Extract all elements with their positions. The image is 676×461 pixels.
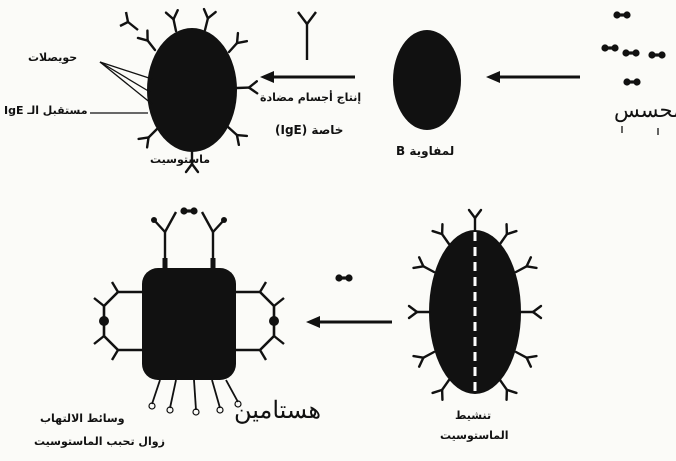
- mastocyte-activation-label-line2: الماستوسيت: [440, 430, 509, 443]
- mastocyte-activation-label-line1: تنشيط: [455, 410, 491, 423]
- b-lymphocyte-label: لمفاوية B: [396, 145, 454, 159]
- b-lymphocyte-cell: [393, 30, 461, 130]
- arrow-allergen-to-b: [486, 71, 580, 83]
- vesicles-label: حويصلات: [28, 52, 77, 65]
- allergen-particles: [601, 11, 665, 85]
- arrow-to-degranulation: [306, 316, 392, 328]
- antibody-production-label-line2: خاصة (IgE): [275, 124, 343, 138]
- stray-marks: [622, 126, 658, 135]
- sensitized-mastocyte: [120, 9, 257, 172]
- mastocyte-label: ماستوسيت: [150, 154, 210, 167]
- allergen-particle: [613, 11, 630, 18]
- allergen-label: محسس: [614, 98, 676, 122]
- degranulating-mastocyte: [94, 207, 284, 415]
- allergen-particle: [601, 44, 618, 51]
- free-ige-antibody: [298, 12, 316, 60]
- ige-receptor-label: مستقبل الـ IgE: [4, 105, 88, 118]
- allergen-particle: [648, 51, 665, 58]
- allergen-particle: [623, 78, 640, 85]
- inflammation-mediators-label: وسائط الالتهاب: [40, 413, 125, 426]
- allergen-particle: [335, 274, 352, 281]
- allergen-particle: [622, 49, 639, 56]
- degranulation-label: زوال تحبب الماستوسيت: [34, 436, 165, 449]
- callout-lines: [90, 62, 152, 113]
- activated-mastocyte: [409, 210, 541, 400]
- arrow-b-to-mastocyte: [260, 71, 355, 83]
- histamine-label: هستامين: [234, 396, 321, 424]
- antibody-production-label-line1: إنتاج أجسام مضادة: [260, 92, 361, 105]
